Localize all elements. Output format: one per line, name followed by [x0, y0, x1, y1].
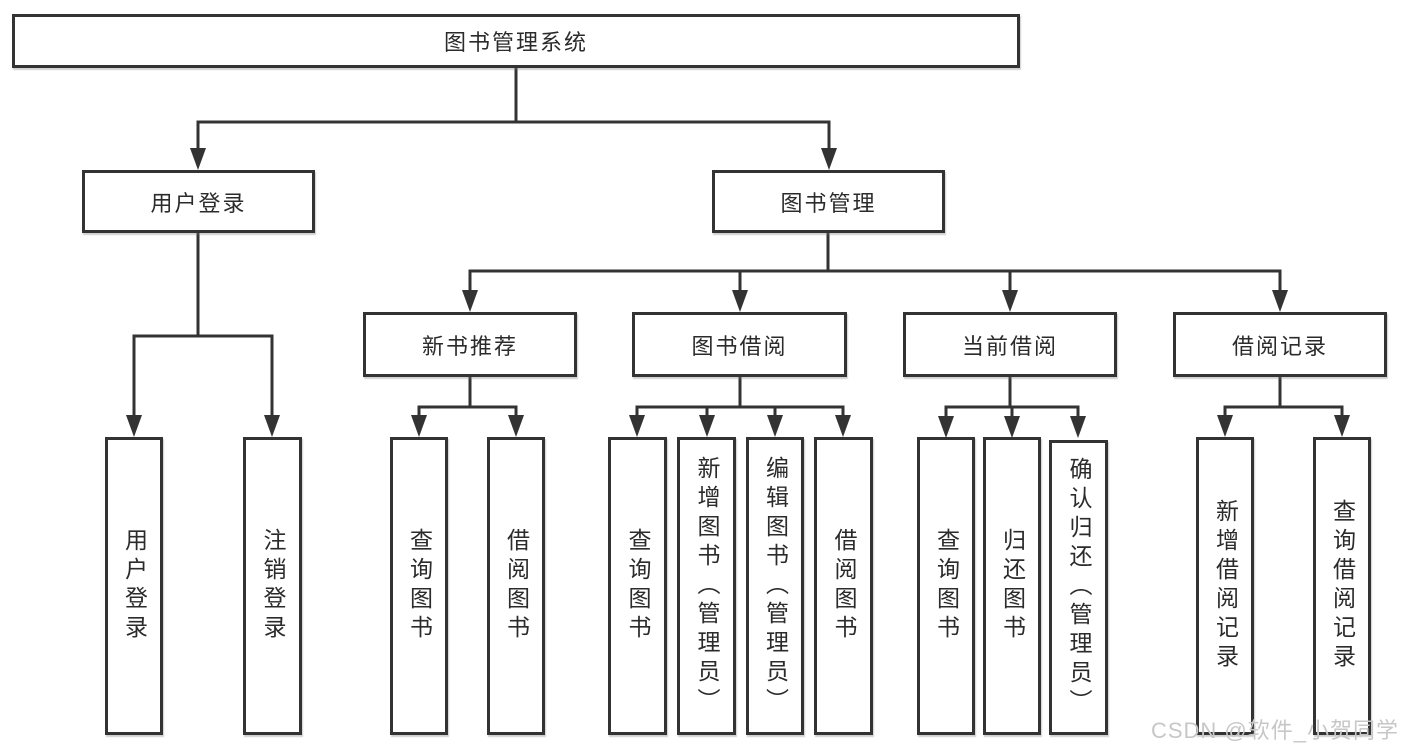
node-label: 编辑图书（管理员） — [762, 455, 789, 717]
node-root: 图书管理系统 — [12, 14, 1020, 68]
node-new-book-recommend: 新书推荐 — [363, 312, 577, 377]
node-query-borrow-record: 查询借阅记录 — [1313, 437, 1371, 735]
node-label: 新书推荐 — [421, 333, 518, 359]
arrowhead-icon — [938, 416, 954, 438]
node-label: 查询图书 — [933, 528, 960, 644]
node-label: 查询图书 — [625, 528, 651, 644]
arrowhead-icon — [1217, 415, 1233, 437]
node-edit-books-admin: 编辑图书（管理员） — [746, 437, 804, 735]
node-add-borrow-record: 新增借阅记录 — [1196, 437, 1254, 735]
node-label: 借阅记录 — [1231, 333, 1328, 359]
node-label: 查询借阅记录 — [1329, 499, 1356, 673]
arrowhead-icon — [1004, 416, 1020, 438]
arrowhead-icon — [1070, 416, 1086, 438]
node-label: 图书管理 — [780, 190, 877, 216]
node-add-books-admin: 新增图书（管理员） — [677, 437, 736, 735]
node-return-books: 归还图书 — [983, 437, 1041, 735]
arrowhead-icon — [767, 415, 783, 437]
node-label: 当前借阅 — [961, 333, 1058, 359]
arrowhead-icon — [821, 148, 837, 170]
node-query-books-1: 查询图书 — [390, 437, 448, 735]
arrowhead-icon — [835, 415, 851, 437]
arrowhead-icon — [732, 290, 748, 312]
node-label: 确认归还（管理员） — [1066, 457, 1092, 718]
node-label: 新增借阅记录 — [1212, 499, 1239, 673]
node-label: 新增图书（管理员） — [694, 455, 720, 717]
node-label: 用户登录 — [121, 528, 148, 644]
arrowhead-icon — [1272, 290, 1288, 312]
node-book-borrowing: 图书借阅 — [632, 312, 847, 377]
node-label: 查询图书 — [406, 528, 433, 644]
node-borrowing-records: 借阅记录 — [1173, 312, 1387, 377]
arrowhead-icon — [1002, 290, 1018, 312]
node-label: 借阅图书 — [503, 528, 530, 644]
node-label: 用户登录 — [150, 190, 247, 216]
node-label: 图书管理系统 — [443, 30, 588, 55]
node-borrow-books-1: 借阅图书 — [487, 437, 545, 735]
node-user-login-leaf: 用户登录 — [105, 437, 163, 735]
arrowhead-icon — [190, 148, 206, 170]
node-book-management: 图书管理 — [712, 170, 945, 233]
arrowhead-icon — [264, 415, 280, 437]
node-label: 借阅图书 — [831, 528, 857, 644]
node-query-books-2: 查询图书 — [608, 437, 667, 735]
node-borrow-books-2: 借阅图书 — [814, 437, 873, 735]
arrowhead-icon — [1334, 415, 1350, 437]
node-confirm-return-admin: 确认归还（管理员） — [1049, 440, 1108, 735]
node-logout: 注销登录 — [243, 437, 302, 735]
arrowhead-icon — [699, 415, 715, 437]
node-current-borrowing: 当前借阅 — [903, 312, 1117, 377]
node-user-login: 用户登录 — [82, 170, 315, 233]
arrowhead-icon — [462, 290, 478, 312]
node-label: 注销登录 — [260, 528, 286, 644]
node-query-books-3: 查询图书 — [917, 437, 975, 735]
node-label: 图书借阅 — [691, 333, 788, 359]
arrowhead-icon — [629, 415, 645, 437]
arrowhead-icon — [411, 415, 427, 437]
node-label: 归还图书 — [999, 528, 1026, 644]
arrowhead-icon — [126, 415, 142, 437]
arrowhead-icon — [508, 415, 524, 437]
